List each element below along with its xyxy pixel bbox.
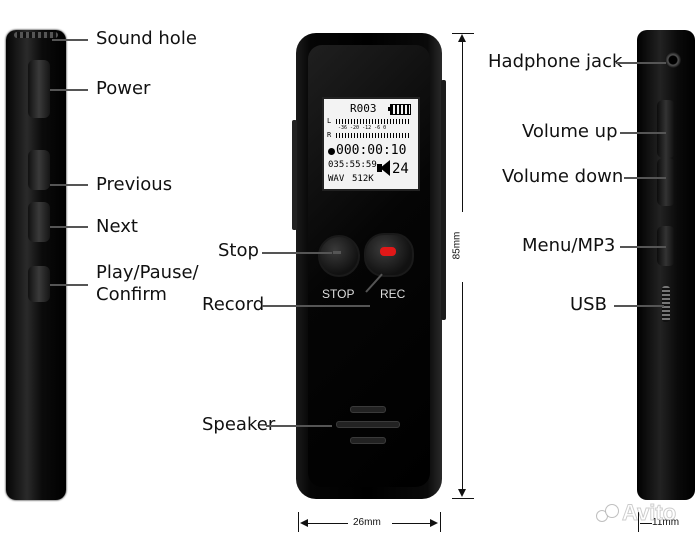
label-play-pause: Play/Pause/ — [96, 262, 199, 283]
speaker-grille-top — [350, 406, 386, 413]
leader-volume-up — [620, 132, 666, 134]
leader-play-pause — [50, 284, 88, 286]
label-menu-mp3: Menu/MP3 — [522, 235, 616, 256]
headphone-jack-port — [665, 52, 681, 68]
rec-indicator — [380, 247, 396, 256]
leader-menu-mp3 — [620, 246, 666, 248]
label-next: Next — [96, 216, 138, 237]
leader-usb — [614, 305, 664, 307]
label-previous: Previous — [96, 174, 173, 195]
leader-record — [262, 305, 370, 307]
previous-button[interactable] — [28, 150, 50, 190]
stop-button[interactable] — [318, 235, 360, 277]
label-speaker: Speaker — [202, 414, 276, 435]
height-dimension-label: 85mm — [451, 231, 463, 260]
depth-dim-line — [640, 523, 652, 524]
height-dim-bottom-tick — [452, 498, 474, 499]
menu-mp3-button[interactable] — [657, 226, 675, 266]
volume-down-button[interactable] — [657, 158, 675, 206]
height-dim-line-bottom — [462, 282, 463, 494]
leader-previous — [50, 184, 88, 186]
elapsed-time: 000:00:10 — [336, 143, 407, 158]
audio-format: WAV — [328, 174, 345, 184]
play-pause-confirm-button[interactable] — [28, 266, 50, 302]
audio-bitrate: 512K — [352, 174, 374, 184]
stop-button-mark — [333, 251, 341, 254]
height-dim-arrow-top — [458, 34, 466, 42]
usb-port — [662, 286, 670, 322]
meter-left-bar — [336, 119, 410, 124]
label-volume-up: Volume up — [522, 121, 618, 142]
leader-headphone-jack — [616, 62, 666, 64]
volume-up-button[interactable] — [657, 100, 675, 158]
leader-speaker — [266, 425, 332, 427]
meter-scale: -36 -20 -12 -6 0 — [338, 125, 387, 131]
label-power: Power — [96, 78, 151, 99]
speaker-grille-bottom — [350, 437, 386, 444]
sound-hole-grille — [14, 32, 58, 38]
next-button[interactable] — [28, 202, 50, 242]
stop-button-text: STOP — [322, 287, 355, 301]
device-left-side-view — [6, 30, 66, 500]
device-right-side-view — [637, 30, 695, 500]
depth-dimension-label: 11mm — [652, 517, 680, 528]
width-dim-arrow-left — [300, 519, 308, 527]
width-dim-right-tick — [440, 512, 441, 532]
device-side-ridge-right — [441, 80, 446, 320]
record-dot-icon — [328, 148, 335, 155]
leader-next — [50, 226, 88, 228]
device-side-ridge-left — [292, 120, 297, 230]
width-dim-arrow-right — [430, 519, 438, 527]
label-stop: Stop — [218, 240, 259, 261]
speaker-volume-icon-body — [377, 164, 382, 172]
width-dim-left-tick — [298, 512, 299, 532]
height-dim-line-top — [462, 36, 463, 212]
width-dim-line-right — [392, 523, 436, 524]
depth-dim-left-tick — [638, 512, 639, 532]
battery-icon — [390, 104, 411, 115]
width-dimension-label: 26mm — [353, 517, 381, 528]
label-headphone-jack: Hadphone jack — [488, 51, 623, 72]
screen-file-name: R003 — [350, 102, 377, 115]
rec-button-text: REC — [380, 287, 406, 301]
watermark-text: Avito — [621, 500, 677, 526]
speaker-grille-middle — [336, 421, 400, 428]
volume-level: 24 — [392, 161, 409, 177]
watermark-dot-2 — [605, 504, 619, 518]
label-record: Record — [202, 294, 265, 315]
label-confirm: Confirm — [96, 284, 167, 305]
watermark-logo-icon — [596, 504, 620, 522]
leader-sound-hole — [52, 39, 88, 41]
height-dim-top-tick — [452, 33, 474, 34]
battery-tip — [388, 107, 390, 111]
width-dim-line-left — [302, 523, 348, 524]
leader-stop — [262, 252, 332, 254]
label-volume-down: Volume down — [502, 166, 624, 187]
meter-right-label: R — [327, 131, 332, 139]
power-switch[interactable] — [28, 60, 50, 118]
leader-volume-down — [624, 177, 666, 179]
label-sound-hole: Sound hole — [96, 28, 197, 49]
label-usb: USB — [570, 294, 607, 315]
meter-left-label: L — [327, 117, 332, 125]
height-dim-arrow-bottom — [458, 489, 466, 497]
leader-power — [50, 89, 88, 91]
lcd-screen: R003 L -36 -20 -12 -6 0 R 000:00:10 035:… — [322, 97, 420, 191]
remaining-time: 035:55:59 — [328, 160, 377, 170]
meter-right-bar — [336, 133, 410, 138]
speaker-volume-icon — [380, 160, 390, 176]
